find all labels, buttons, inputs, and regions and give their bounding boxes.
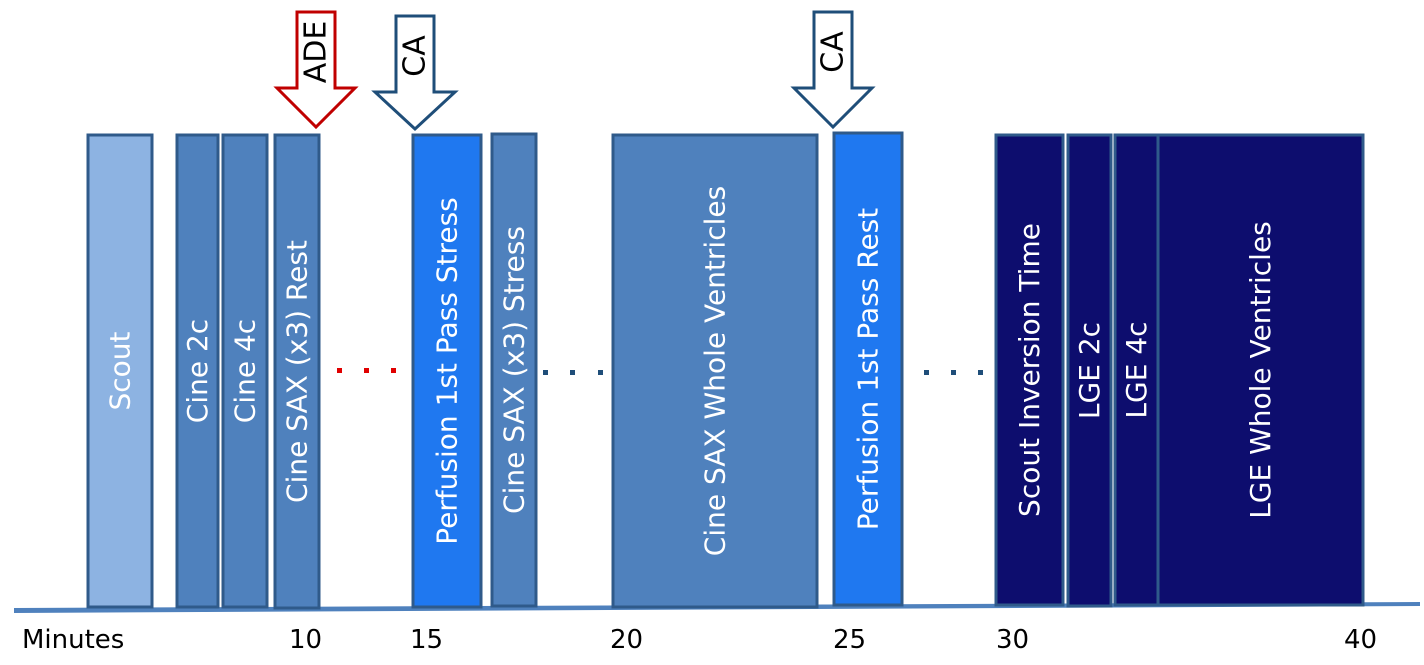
- axis-label-minutes: Minutes: [22, 625, 124, 655]
- block-rect-perfusion-rest: [832, 131, 904, 607]
- dots-2: [543, 370, 603, 375]
- tick-label-25: 25: [833, 625, 866, 655]
- block-rect-perfusion-stress: [411, 133, 483, 609]
- block-lge-4c: LGE 4c: [1113, 133, 1160, 607]
- block-label-cine-sax-whole: Cine SAX Whole Ventricles: [699, 186, 732, 556]
- block-label-lge-2c: LGE 2c: [1073, 322, 1106, 419]
- block-rect-lge-2c: [1066, 133, 1113, 608]
- tick-label-15: 15: [410, 625, 443, 655]
- block-perfusion-rest: Perfusion 1st Pass Rest: [832, 131, 904, 607]
- dots-layer: [337, 368, 983, 375]
- block-cine-sax-rest: Cine SAX (x3) Rest: [273, 133, 321, 610]
- dots-3: [924, 370, 983, 375]
- block-rect-cine-sax-whole: [611, 133, 819, 609]
- block-label-perfusion-stress: Perfusion 1st Pass Stress: [431, 197, 464, 545]
- block-label-scout: Scout: [104, 331, 137, 410]
- block-lge-whole: LGE Whole Ventricles: [1156, 133, 1365, 607]
- block-cine-2c: Cine 2c: [175, 133, 220, 609]
- dots-2-dot-0: [543, 370, 548, 375]
- arrow-label-ade: ADE: [299, 21, 334, 84]
- block-label-cine-sax-stress: Cine SAX (x3) Stress: [498, 226, 531, 514]
- dots-1: [337, 368, 396, 373]
- block-cine-sax-whole: Cine SAX Whole Ventricles: [611, 133, 819, 609]
- arrow-shape-ade: [273, 10, 359, 130]
- arrow-ca-2: CA: [790, 10, 876, 130]
- block-label-cine-sax-rest: Cine SAX (x3) Rest: [281, 240, 314, 503]
- arrow-shape-ca-2: [790, 10, 876, 130]
- block-rect-cine-2c: [175, 133, 220, 609]
- block-label-cine-2c: Cine 2c: [181, 319, 214, 423]
- block-rect-cine-sax-stress: [490, 132, 538, 608]
- block-rect-cine-4c: [221, 133, 269, 609]
- block-perfusion-stress: Perfusion 1st Pass Stress: [411, 133, 483, 609]
- arrows-layer: ADE CA CA: [273, 10, 876, 132]
- arrow-label-ca-2: CA: [816, 31, 851, 73]
- tick-label-40: 40: [1344, 625, 1377, 655]
- block-lge-2c: LGE 2c: [1066, 133, 1113, 608]
- dots-2-dot-1: [570, 370, 575, 375]
- tick-label-10: 10: [289, 625, 322, 655]
- dots-3-dot-1: [951, 370, 956, 375]
- block-rect-scout-inversion: [994, 133, 1065, 607]
- blocks-layer: Scout Cine 2c Cine 4c Cine SAX (x3) Rest Per…: [86, 131, 1365, 610]
- block-rect-cine-sax-rest: [273, 133, 321, 610]
- block-scout: Scout: [86, 133, 154, 609]
- block-rect-lge-whole: [1156, 133, 1365, 607]
- block-cine-sax-stress: Cine SAX (x3) Stress: [490, 132, 538, 608]
- dots-1-dot-1: [364, 368, 369, 373]
- tick-label-20: 20: [610, 625, 643, 655]
- arrow-label-ca-1: CA: [398, 35, 433, 77]
- block-label-lge-whole: LGE Whole Ventricles: [1244, 221, 1277, 519]
- block-rect-scout: [86, 133, 154, 609]
- tick-label-30: 30: [996, 625, 1029, 655]
- block-label-scout-inversion: Scout Inversion Time: [1013, 223, 1046, 517]
- dots-2-dot-2: [598, 370, 603, 375]
- arrow-ade: ADE: [273, 10, 359, 130]
- block-rect-lge-4c: [1113, 133, 1160, 607]
- arrow-shape-ca-1: [371, 14, 459, 132]
- block-cine-4c: Cine 4c: [221, 133, 269, 609]
- dots-1-dot-0: [337, 368, 342, 373]
- dots-1-dot-2: [391, 368, 396, 373]
- block-scout-inversion: Scout Inversion Time: [994, 133, 1065, 607]
- block-label-lge-4c: LGE 4c: [1120, 321, 1153, 418]
- block-label-cine-4c: Cine 4c: [229, 319, 262, 423]
- dots-3-dot-2: [978, 370, 983, 375]
- arrow-ca-1: CA: [371, 14, 459, 132]
- block-label-perfusion-rest: Perfusion 1st Pass Rest: [852, 208, 885, 531]
- dots-3-dot-0: [924, 370, 929, 375]
